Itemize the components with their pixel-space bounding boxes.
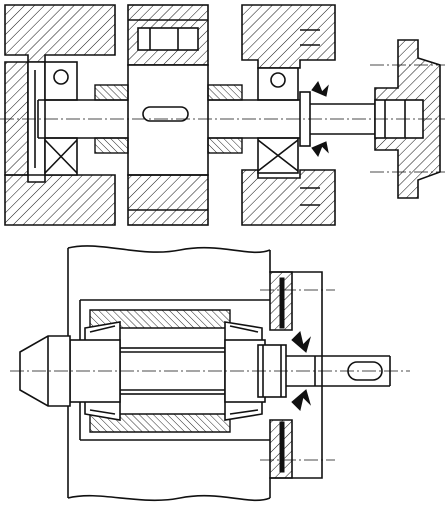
bolt-centerlines (260, 289, 335, 461)
right-bearing (257, 67, 299, 174)
top-view (0, 4, 445, 226)
left-housing (4, 4, 116, 226)
gear (127, 4, 209, 226)
left-spacer-top (94, 84, 129, 101)
seal-top (279, 277, 285, 329)
bottom-view (10, 245, 410, 502)
bottom-housing (67, 245, 323, 502)
shaft (37, 99, 378, 139)
right-spacer-bottom (207, 137, 243, 154)
right-housing (241, 4, 336, 226)
left-bearing (44, 61, 78, 176)
seal-bottom (279, 421, 285, 473)
right-spacer-top (207, 84, 243, 101)
sleeve-bottom (89, 413, 231, 433)
left-spacer-bottom (94, 137, 129, 154)
